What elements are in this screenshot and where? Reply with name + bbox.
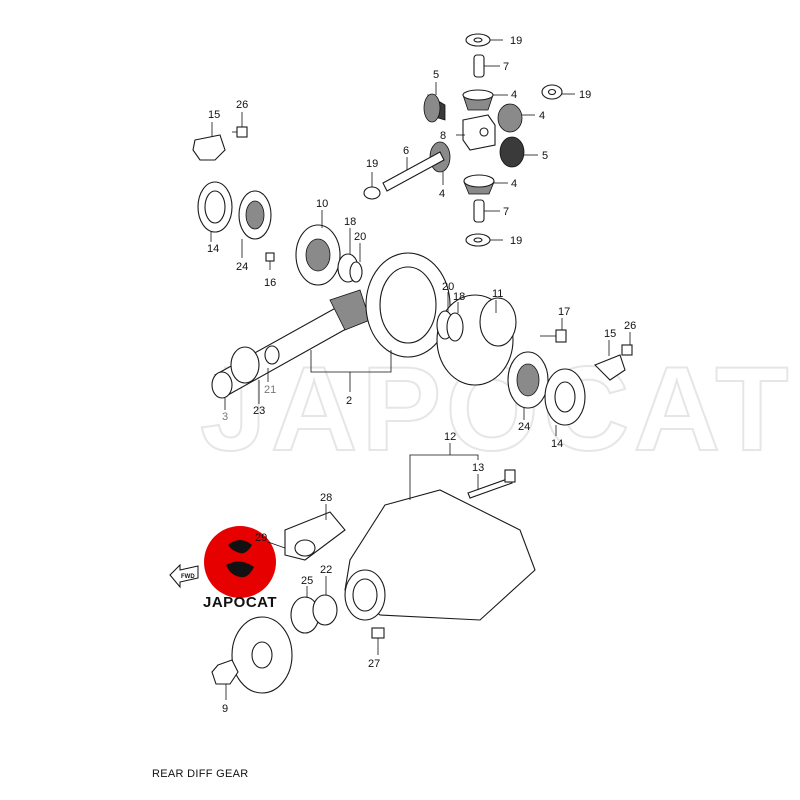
- callout: 4: [511, 178, 517, 190]
- callout: 10: [316, 198, 328, 210]
- callout: 5: [433, 69, 439, 81]
- callout: 20: [354, 231, 366, 243]
- callout: 9: [222, 703, 228, 715]
- callout: 19: [510, 235, 522, 247]
- callout: 11: [492, 288, 503, 300]
- callout: 18: [453, 291, 465, 303]
- japocat-logo: [204, 526, 276, 598]
- callout: 27: [368, 658, 380, 670]
- callout: 24: [518, 421, 530, 433]
- callout: 22: [320, 564, 332, 576]
- callout: 2: [346, 395, 352, 407]
- callout: 7: [503, 206, 509, 218]
- callout: 14: [551, 438, 563, 450]
- callout: 28: [320, 492, 332, 504]
- fwd-label: FWD: [181, 574, 195, 580]
- callout: 29: [255, 532, 267, 544]
- callout: 7: [503, 61, 509, 73]
- callout: 26: [236, 99, 248, 111]
- callout: 5: [542, 150, 548, 162]
- callout-numbers: 19 7 5 4 19 4 8 4 5 6 19 4 7 19 15 26 14…: [207, 35, 636, 715]
- callout: 4: [539, 110, 545, 122]
- leader-lines: [210, 39, 631, 700]
- callout: 19: [366, 158, 378, 170]
- callout: 25: [301, 575, 313, 587]
- callout: 4: [439, 188, 445, 200]
- callout: 15: [604, 328, 616, 340]
- diff-housing: [211, 469, 536, 694]
- callout: 20: [442, 281, 454, 293]
- callout: 21: [264, 384, 276, 396]
- callout: 14: [207, 243, 219, 255]
- callout: 3: [222, 411, 228, 423]
- logo-text: JAPOCAT: [203, 594, 278, 611]
- diagram-caption: REAR DIFF GEAR: [152, 768, 249, 780]
- callout: 4: [511, 89, 517, 101]
- callout: 17: [558, 306, 570, 318]
- callout: 24: [236, 261, 248, 273]
- callout: 19: [579, 89, 591, 101]
- callout: 15: [208, 109, 220, 121]
- callout: 6: [403, 145, 409, 157]
- callout: 23: [253, 405, 265, 417]
- callout: 8: [440, 130, 446, 142]
- callout: 13: [472, 462, 484, 474]
- spider-gear-set: [363, 33, 563, 247]
- ring-and-pinion: [211, 252, 633, 426]
- forward-arrow-icon: FWD: [169, 563, 199, 589]
- callout: 12: [444, 431, 456, 443]
- callout: 18: [344, 216, 356, 228]
- callout: 19: [510, 35, 522, 47]
- callout: 16: [264, 277, 276, 289]
- left-bearing-assembly: [192, 126, 363, 286]
- callout: 26: [624, 320, 636, 332]
